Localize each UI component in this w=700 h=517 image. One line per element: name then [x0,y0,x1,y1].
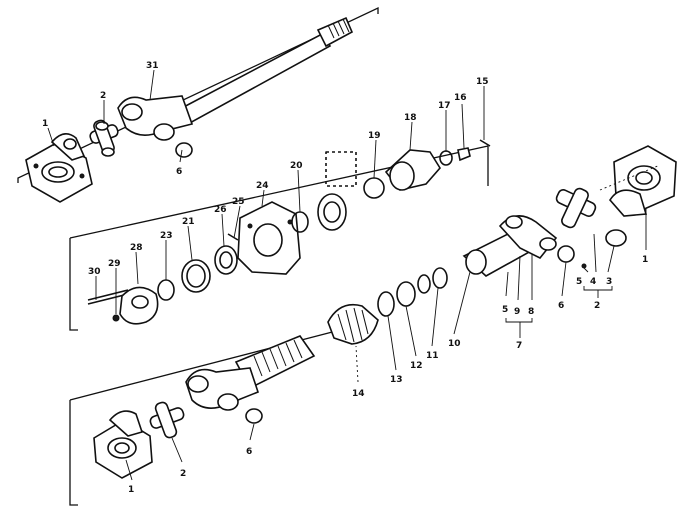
callout-6-right: 6 [558,301,564,311]
callout-5-right: 5 [576,277,582,287]
callout-labels: 1 2 6 31 15 16 17 18 19 20 24 25 26 21 2… [42,61,648,495]
shaft-spline-upper [316,16,354,48]
boot-and-seal-group [327,249,487,345]
callout-10: 10 [448,339,461,349]
bushing-19 [363,177,385,199]
callout-2-lower: 2 [180,469,186,479]
callout-2: 2 [100,91,106,101]
sleeve-23 [181,259,211,293]
callout-20: 20 [290,161,303,171]
callout-15: 15 [476,77,489,87]
nut-16 [457,147,471,162]
rubber-cushion-20 [317,193,347,231]
callout-3: 3 [606,277,612,287]
leader-lines [47,69,647,481]
middle-panel-frame-left [69,238,78,331]
clamp-13 [377,291,395,317]
callout-9: 9 [514,307,520,317]
u-joint-cross-2-upper [89,119,119,157]
companion-flange-28 [119,286,159,325]
callout-21: 21 [182,217,195,227]
snap-ring-6-right [557,245,575,263]
washer-27 [157,279,175,301]
lower-panel-frame-left [69,400,78,506]
dust-boot-14 [327,303,379,345]
callout-1: 1 [42,119,48,129]
callout-11: 11 [426,351,439,361]
callout-12: 12 [410,361,423,371]
callout-13: 13 [390,375,403,385]
callout-4: 4 [590,277,596,287]
flange-yoke-1-upper [25,133,93,203]
callout-28: 28 [130,243,143,253]
callout-14: 14 [352,389,365,399]
flange-yoke-1-lower [93,410,153,479]
upper-panel-frame [17,6,379,183]
callout-25: 25 [232,197,245,207]
callout-19: 19 [368,131,381,141]
callout-1-lower: 1 [128,485,134,495]
boot-clamp-12 [396,281,416,307]
nut-29 [112,314,120,322]
bolt-15 [479,139,491,147]
washer-17 [439,150,453,166]
u-joint-cross-2-right [555,187,597,229]
yoke-ear-31b [153,123,175,141]
callout-2-right: 2 [594,301,600,311]
snap-ring-6-upper [175,142,193,158]
callout-1-right: 1 [642,255,648,265]
callout-29: 29 [108,259,121,269]
callout-16: 16 [454,93,467,103]
callout-18: 18 [404,113,417,123]
bearing-22 [214,245,238,275]
lower-shaft-assembly [93,335,316,479]
stud-30 [87,289,129,301]
callout-7: 7 [516,341,522,351]
callout-31: 31 [146,61,159,71]
callout-8: 8 [528,307,534,317]
snap-ring-6-lower [245,408,263,424]
callout-6-lower: 6 [246,447,252,457]
shaft-tube-upper [176,32,332,126]
bearing-cup-3 [605,229,627,247]
hidden-outline [325,151,357,187]
seal-10 [465,249,487,275]
callout-17: 17 [438,101,451,111]
callout-6: 6 [176,167,182,177]
spline-hatch-upper [327,18,350,39]
spline-hatch-lower [253,339,303,377]
callout-23: 23 [160,231,173,241]
washer-11 [432,267,448,289]
pin-25 [227,233,239,241]
u-joint-cross-2-lower [149,401,185,439]
center-bearing-assembly [87,139,491,325]
callout-5-mid: 5 [502,305,508,315]
callout-26: 26 [214,205,227,215]
callout-24: 24 [256,181,269,191]
grease-fitting-5 [581,263,587,269]
upper-shaft-assembly [25,16,354,203]
flange-yoke-1-right [609,145,677,217]
yoke-ear-31a [121,103,143,121]
callout-30: 30 [88,267,101,277]
